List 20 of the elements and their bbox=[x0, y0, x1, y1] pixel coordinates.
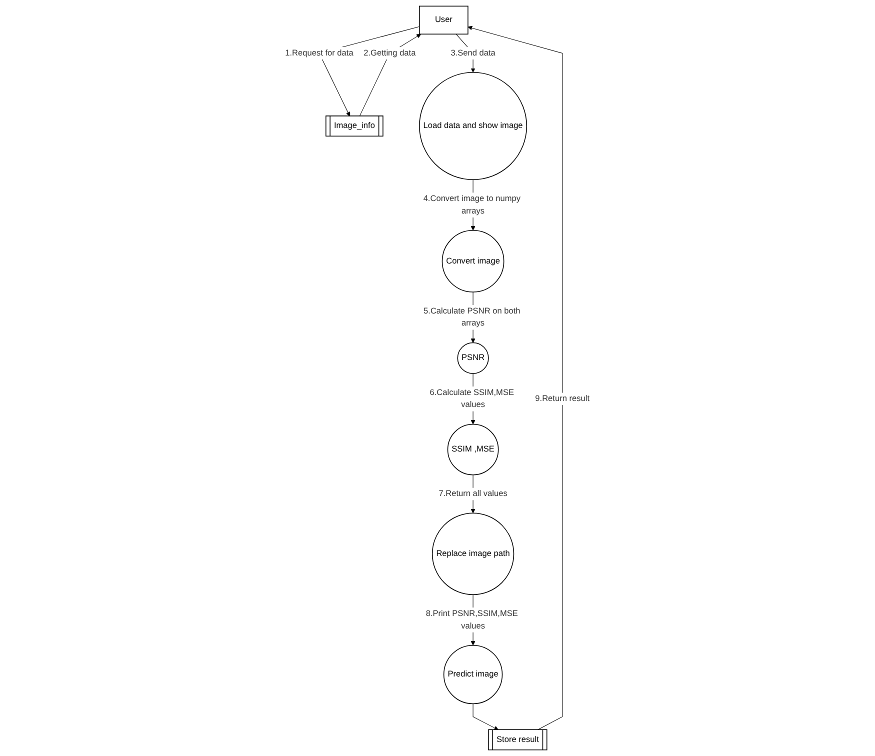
edge-label: 4.Convert image to numpy arrays bbox=[423, 194, 521, 216]
edge-label: 6.Calculate SSIM,MSE values bbox=[430, 388, 514, 410]
arrow bbox=[472, 704, 499, 730]
node-circle: SSIM ,MSE bbox=[448, 424, 499, 476]
node-box: User bbox=[419, 6, 469, 34]
node-circle: Convert image bbox=[442, 230, 504, 292]
node-circle: Predict image bbox=[444, 644, 503, 704]
edge-label: 2.Getting data bbox=[364, 48, 416, 58]
node-circle: Load data and show image bbox=[419, 72, 528, 180]
edge-label: 8.Print PSNR,SSIM,MSE values bbox=[426, 609, 518, 630]
edge-label: 5.Calculate PSNR on both arrays bbox=[424, 306, 520, 328]
edge-label: 7.Return all values bbox=[438, 489, 508, 498]
arrow bbox=[319, 26, 420, 116]
edge-label: 3.Send data bbox=[450, 48, 496, 58]
edge-label: 1.Request for data bbox=[285, 48, 354, 58]
arrow bbox=[468, 26, 563, 730]
node-circle: PSNR bbox=[457, 342, 489, 374]
arrow bbox=[360, 34, 422, 116]
edge-label: 9.Return result bbox=[535, 394, 590, 404]
node-circle: Replace image path bbox=[432, 512, 514, 595]
